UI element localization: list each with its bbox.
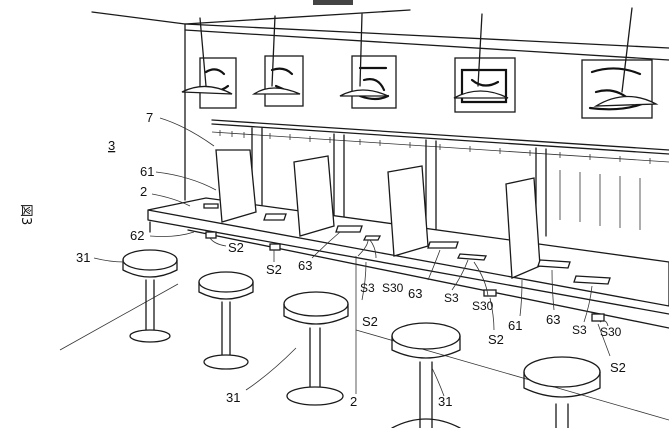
room-outline [91, 9, 669, 201]
label-63-2: 63 [408, 286, 422, 301]
leader-lines [93, 117, 611, 397]
counter-devices [203, 203, 611, 322]
label-31-middle: 31 [226, 390, 240, 405]
pendant-lights [181, 7, 659, 107]
label-61-left: 61 [140, 164, 154, 179]
label-7: 7 [146, 110, 153, 125]
label-S30-2: S30 [472, 299, 494, 313]
label-S3-2: S3 [444, 291, 459, 305]
label-62: 62 [130, 228, 144, 243]
reference-labels: 3 7 61 2 62 31 S2 S2 63 S3 S30 S2 63 S3 … [76, 110, 626, 409]
stools [122, 249, 601, 428]
label-S2-1: S2 [228, 240, 244, 255]
label-31-left: 31 [76, 250, 90, 265]
upper-wall [184, 29, 669, 151]
floor [59, 283, 669, 421]
label-S3-1: S3 [360, 281, 375, 295]
label-S30-1: S30 [382, 281, 404, 295]
label-S30-3: S30 [600, 325, 622, 339]
label-2-bottom: 2 [350, 394, 357, 409]
label-S2-3: S2 [362, 314, 378, 329]
label-3: 3 [108, 138, 115, 153]
label-S2-5: S2 [610, 360, 626, 375]
back-rail [211, 123, 669, 237]
label-S2-4: S2 [488, 332, 504, 347]
label-S2-2: S2 [266, 262, 282, 277]
top-tab [313, 0, 353, 5]
label-63-3: 63 [546, 312, 560, 327]
label-S3-3: S3 [572, 323, 587, 337]
label-31-right: 31 [438, 394, 452, 409]
label-2-left: 2 [140, 184, 147, 199]
label-63-1: 63 [298, 258, 312, 273]
partitions [215, 149, 541, 279]
figure-number-text: 図3 [18, 204, 33, 225]
figure-number: 図3 [18, 204, 33, 225]
label-61-right: 61 [508, 318, 522, 333]
